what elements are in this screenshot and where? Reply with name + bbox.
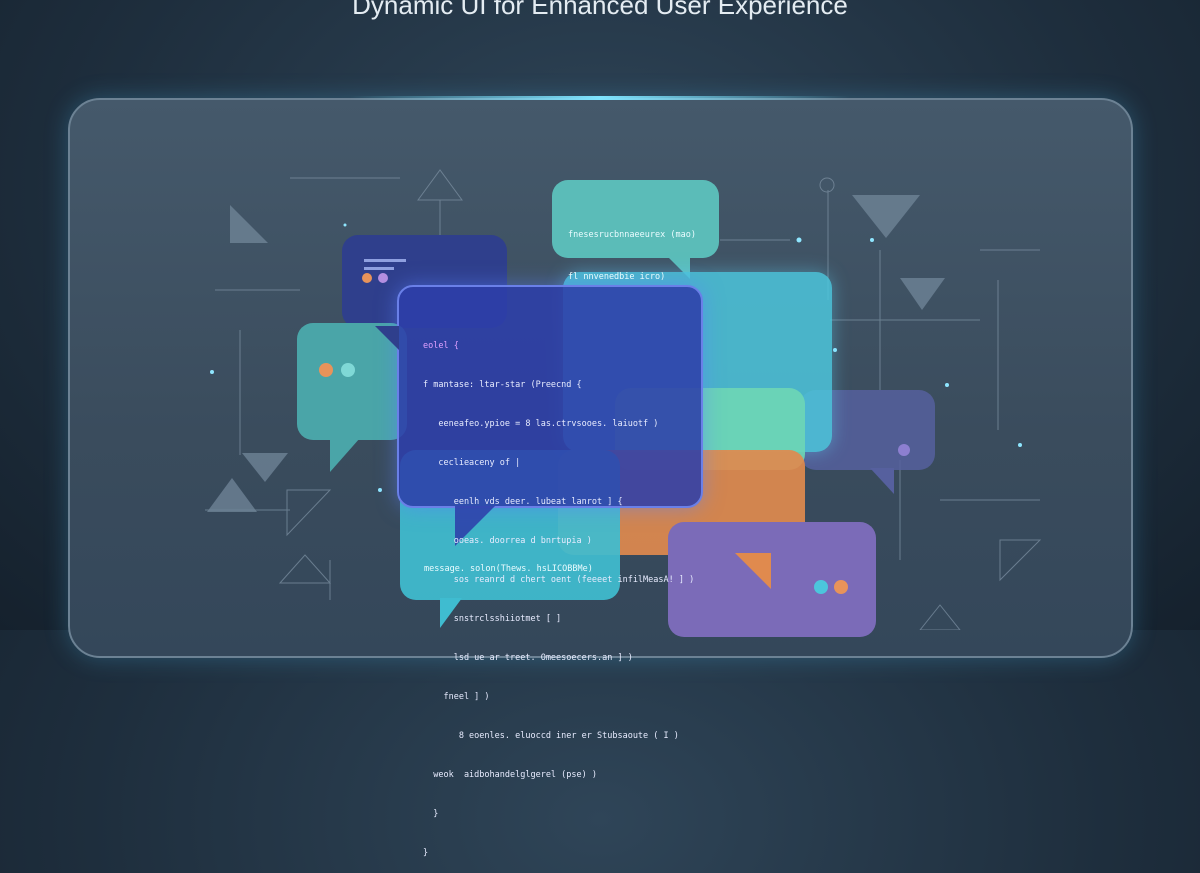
bubble-tail bbox=[330, 438, 360, 472]
code-chat-bubble bbox=[397, 285, 703, 508]
code-line: ceclieaceny of | bbox=[423, 458, 521, 468]
bubble-tail bbox=[735, 553, 771, 589]
code-line: } bbox=[423, 848, 429, 858]
bubble-tail bbox=[375, 326, 399, 350]
bubble-text-line: fl nnvenedbie icro) bbox=[568, 272, 666, 282]
cyan-dot-icon bbox=[814, 580, 828, 594]
code-snippet: eolel { f mantase: ltar-star (Preecnd { … bbox=[423, 314, 694, 873]
top-teal-bubble-text: fnesesrucbnnaeeurex (mao) fl nnvenedbie … bbox=[568, 200, 696, 298]
text-placeholder-line bbox=[364, 267, 394, 270]
panel-glow bbox=[350, 96, 850, 100]
code-line: 8 eoenles. eluoccd iner er Stubsaoute ( … bbox=[423, 731, 679, 741]
code-line: eeneafeo.ypioe = 8 las.ctrvsooes. laiuot… bbox=[423, 419, 659, 429]
bubble-text-line: fnesesrucbnnaeeurex (mao) bbox=[568, 230, 696, 240]
purple-dot-icon bbox=[898, 444, 910, 456]
orange-dot-icon bbox=[319, 363, 333, 377]
code-line: f mantase: ltar-star (Preecnd { bbox=[423, 380, 582, 390]
code-line: fneel ] ) bbox=[423, 692, 490, 702]
chat-bubble-top-teal bbox=[552, 180, 719, 258]
orange-dot-icon bbox=[362, 273, 372, 283]
code-line: lsd ue ar treet. Omeesoecers.an ] ) bbox=[423, 653, 633, 663]
purple-dot-icon bbox=[378, 273, 388, 283]
orange-dot-icon bbox=[834, 580, 848, 594]
code-line: sos reanrd d chert oent (feeeet infilMea… bbox=[423, 575, 695, 585]
teal-dot-icon bbox=[341, 363, 355, 377]
code-line: eolel { bbox=[423, 341, 459, 351]
bottom-cyan-bubble-text: message. solon(Thews. hsLICOBBMe) bbox=[424, 564, 593, 574]
bubble-tail bbox=[455, 506, 495, 546]
code-line: snstrclsshiiotmet [ ] bbox=[423, 614, 562, 624]
chat-bubble-bottom-purple bbox=[668, 522, 876, 637]
background-decorations bbox=[205, 169, 1042, 630]
code-line: ooeas. doorrea d bnrtupia ) bbox=[423, 536, 592, 546]
bubble-tail bbox=[440, 598, 462, 628]
code-line: weok aidbohandelglgerel (pse) ) bbox=[423, 770, 597, 780]
text-placeholder-line bbox=[364, 259, 406, 262]
code-line: eenlh vds deer. lubeat lanrot ] { bbox=[423, 497, 623, 507]
page-title: Dynamic UI for Enhanced User Experience bbox=[352, 0, 848, 20]
bubble-tail bbox=[870, 468, 894, 494]
code-line: } bbox=[423, 809, 439, 819]
